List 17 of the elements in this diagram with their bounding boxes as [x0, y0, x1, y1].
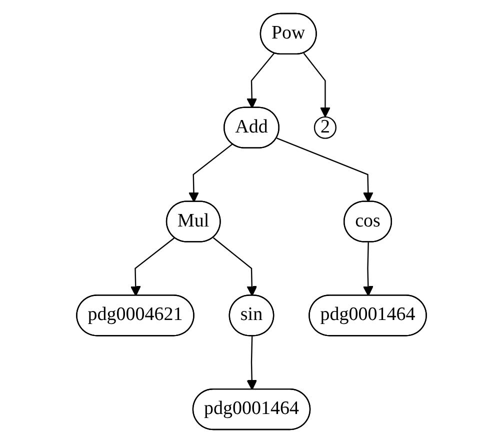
- arrow: [246, 52, 275, 108]
- ellipse-node: Add: [224, 106, 280, 148]
- ellipse-node: 2: [314, 116, 336, 139]
- ellipse-node: Pow: [260, 12, 317, 55]
- arrow: [276, 138, 374, 202]
- arrow: [130, 237, 175, 296]
- ellipse-node: pdg0004621: [76, 294, 194, 336]
- arrow: [246, 336, 258, 390]
- arrow: [188, 144, 233, 202]
- ellipse-node: sin: [228, 294, 274, 336]
- ellipse-node: cos: [344, 200, 392, 242]
- ellipse-node: Mul: [166, 200, 221, 242]
- ellipse-node: pdg0001464: [192, 388, 311, 430]
- ellipse-node: pdg0001464: [308, 294, 427, 336]
- arrow: [362, 242, 374, 296]
- arrow: [303, 52, 330, 118]
- arrow: [212, 237, 258, 296]
